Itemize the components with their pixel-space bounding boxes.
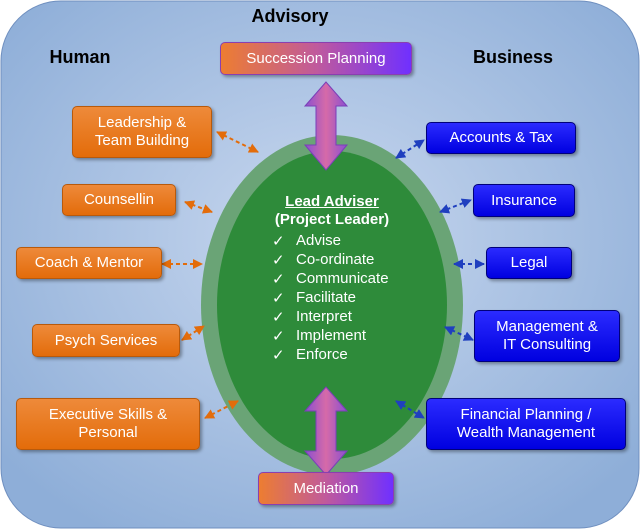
arrow-financial bbox=[395, 400, 425, 419]
heading-human: Human bbox=[49, 47, 111, 67]
arrow-insurance bbox=[439, 198, 472, 214]
human-box-counsellin: Counsellin bbox=[62, 184, 176, 216]
check-icon: ✓ bbox=[272, 270, 285, 288]
inner-ellipse bbox=[217, 151, 447, 459]
arrow-management bbox=[444, 326, 474, 341]
duty-item: ✓ Co-ordinate bbox=[272, 250, 389, 269]
arrow-psych bbox=[181, 325, 205, 341]
lead-adviser-block: Lead Adviser (Project Leader) bbox=[262, 193, 402, 229]
check-icon: ✓ bbox=[272, 346, 285, 364]
duty-label: Implement bbox=[296, 327, 367, 344]
check-icon: ✓ bbox=[272, 251, 285, 269]
duty-item: ✓ Interpret bbox=[272, 307, 389, 326]
duty-label: Co-ordinate bbox=[296, 251, 375, 268]
mediation-box: Mediation bbox=[258, 472, 394, 505]
arrow-leadership bbox=[216, 131, 259, 153]
duty-label: Interpret bbox=[296, 308, 352, 325]
duty-item: ✓ Advise bbox=[272, 231, 389, 250]
duty-item: ✓ Facilitate bbox=[272, 288, 389, 307]
human-box-psych: Psych Services bbox=[32, 324, 180, 357]
heading-advisory: Advisory bbox=[251, 6, 329, 26]
business-box-financial: Financial Planning / Wealth Management bbox=[426, 398, 626, 450]
lead-adviser-subtitle: (Project Leader) bbox=[274, 211, 390, 228]
check-icon: ✓ bbox=[272, 289, 285, 307]
lead-adviser-title: Lead Adviser bbox=[285, 193, 379, 210]
duty-label: Communicate bbox=[296, 270, 389, 287]
heading-business: Business bbox=[472, 47, 554, 67]
duty-item: ✓ Enforce bbox=[272, 345, 389, 364]
arrow-accounts bbox=[395, 139, 425, 159]
check-icon: ✓ bbox=[272, 232, 285, 250]
duty-label: Advise bbox=[296, 232, 342, 249]
duty-label: Enforce bbox=[296, 346, 348, 363]
arrow-counsellin bbox=[184, 200, 213, 214]
duty-item: ✓ Implement bbox=[272, 326, 389, 345]
business-box-accounts: Accounts & Tax bbox=[426, 122, 576, 154]
duties-list: ✓ Advise ✓ Co-ordinate ✓ Communicate ✓ Facilita… bbox=[272, 231, 389, 364]
duty-label: Facilitate bbox=[296, 289, 357, 306]
human-box-coach: Coach & Mentor bbox=[16, 247, 162, 279]
check-icon: ✓ bbox=[272, 327, 285, 345]
succession-planning-box: Succession Planning bbox=[220, 42, 412, 75]
business-box-management: Management & IT Consulting bbox=[474, 310, 620, 362]
succession-double-arrow bbox=[303, 81, 349, 171]
human-box-executive: Executive Skills & Personal bbox=[16, 398, 200, 450]
business-box-legal: Legal bbox=[486, 247, 572, 279]
arrow-executive bbox=[204, 400, 239, 419]
check-icon: ✓ bbox=[272, 308, 285, 326]
duty-item: ✓ Communicate bbox=[272, 269, 389, 288]
business-box-insurance: Insurance bbox=[473, 184, 575, 217]
human-box-leadership: Leadership & Team Building bbox=[72, 106, 212, 158]
